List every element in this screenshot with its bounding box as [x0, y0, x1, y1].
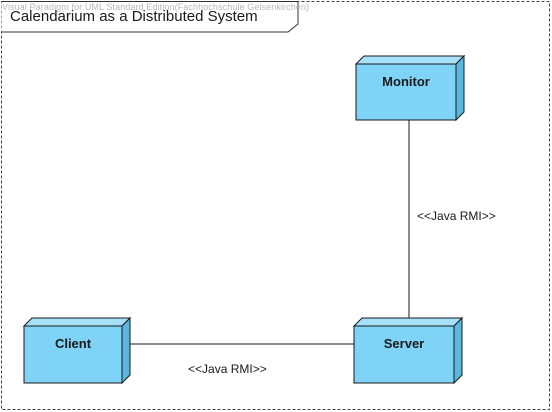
node-client-top [22, 317, 132, 327]
title-tab [1, 1, 299, 33]
node-server-front [353, 325, 455, 384]
node-server-top [352, 317, 464, 327]
diagram-title: Calendarium as a Distributed System [10, 8, 258, 25]
node-monitor[interactable] [354, 54, 466, 122]
node-server-side [453, 316, 463, 385]
node-server-label: Server [383, 336, 425, 351]
node-client-side [121, 316, 131, 385]
node-client[interactable] [22, 316, 132, 385]
node-client-front [23, 325, 123, 384]
watermark-text: Visual Paradigm for UML Standard Edition… [2, 2, 310, 12]
node-server[interactable] [352, 316, 464, 385]
connection-monitor-server-label: <<Java RMI>> [417, 209, 496, 223]
node-client-label: Client [54, 336, 92, 351]
node-monitor-top [354, 55, 466, 65]
node-monitor-front [355, 63, 457, 121]
node-monitor-side [455, 54, 465, 122]
node-monitor-label: Monitor [382, 74, 430, 89]
connection-client-server-label: <<Java RMI>> [188, 362, 267, 376]
